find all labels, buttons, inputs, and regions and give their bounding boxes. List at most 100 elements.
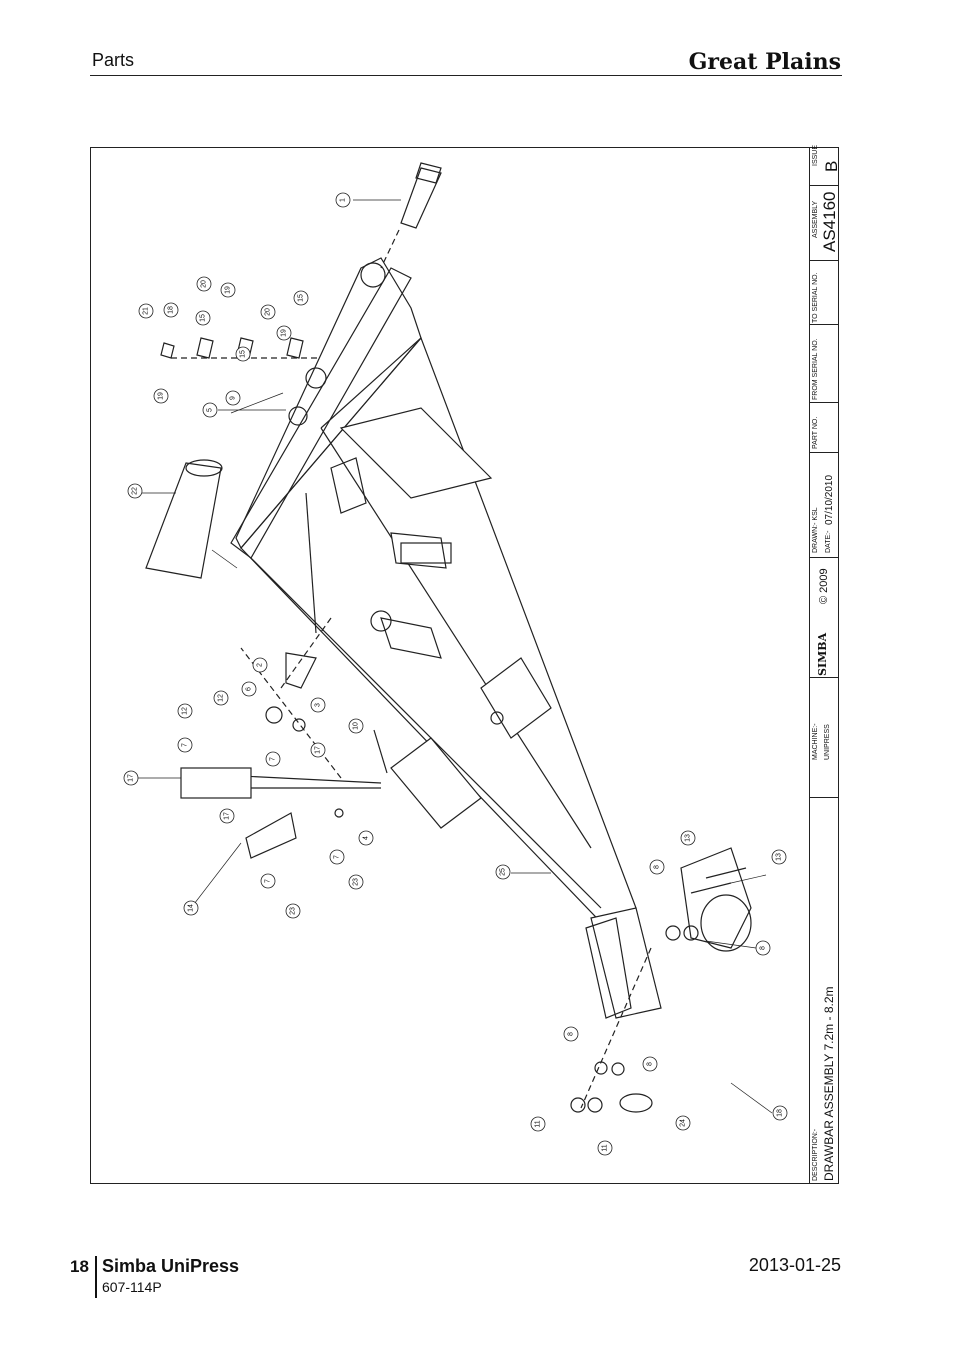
- tb-assembly-label: ASSEMBLY: [812, 200, 819, 238]
- callout-balloon: [563, 1026, 579, 1042]
- tb-drawn-cell: DRAWN:- KSL DATE:- 07/10/2010: [810, 453, 839, 558]
- callout-balloon: [348, 718, 364, 734]
- callout-balloon: [495, 864, 511, 880]
- callout-balloon: [177, 703, 193, 719]
- callout-number: 15: [240, 350, 247, 358]
- callout-balloon: [123, 770, 139, 786]
- callout-balloon: [642, 1056, 658, 1072]
- footer-code: 607-114P: [102, 1279, 162, 1295]
- callout-1: 1: [335, 192, 351, 208]
- callout-11: 11: [530, 1116, 546, 1132]
- callout-number: 23: [290, 907, 297, 915]
- callout-balloon: [260, 873, 276, 889]
- drawing-frame: [90, 147, 839, 1184]
- tb-machine: UNIPRESS: [824, 724, 831, 760]
- callout-balloon: [285, 903, 301, 919]
- callout-balloon: [329, 849, 345, 865]
- callout-number: 17: [315, 746, 322, 754]
- callout-number: 8: [654, 865, 661, 869]
- callout-number: 19: [225, 286, 232, 294]
- callout-15: 15: [195, 310, 211, 326]
- callout-24: 24: [675, 1115, 691, 1131]
- callout-9: 9: [225, 390, 241, 406]
- tb-part-no-label: PART NO.: [812, 416, 819, 449]
- callout-balloon: [772, 1105, 788, 1121]
- callout-balloon: [358, 830, 374, 846]
- footer-title: Simba UniPress: [102, 1256, 240, 1276]
- callout-balloon: [225, 390, 241, 406]
- callout-number: 17: [128, 774, 135, 782]
- callout-5: 5: [202, 402, 218, 418]
- page-number: 18: [70, 1257, 89, 1276]
- callout-8: 8: [642, 1056, 658, 1072]
- callout-number: 11: [602, 1144, 609, 1151]
- callout-balloon: [195, 310, 211, 326]
- callout-number: 8: [760, 946, 767, 950]
- callout-balloon: [675, 1115, 691, 1131]
- callout-number: 4: [363, 836, 370, 840]
- callout-balloon: [680, 830, 696, 846]
- callout-23: 23: [285, 903, 301, 919]
- callout-balloon: [127, 483, 143, 499]
- callout-number: 22: [132, 487, 139, 495]
- callout-15: 15: [293, 290, 309, 306]
- tb-logo-cell: SIMBA © 2009: [810, 558, 839, 678]
- header-rule: [90, 75, 842, 76]
- callout-balloon: [220, 282, 236, 298]
- callout-13: 13: [771, 849, 787, 865]
- callout-number: 23: [353, 878, 360, 886]
- tb-part-no-cell: PART NO.: [810, 403, 839, 453]
- callout-balloon: [755, 940, 771, 956]
- title-block: ISSUE B ASSEMBLY AS4160 TO SERIAL NO. FR…: [809, 145, 841, 1183]
- callout-number: 20: [265, 308, 272, 316]
- callout-balloon: [649, 859, 665, 875]
- callout-balloon: [252, 657, 268, 673]
- callout-7: 7: [177, 737, 193, 753]
- callout-number: 7: [265, 879, 272, 883]
- callout-4: 4: [358, 830, 374, 846]
- tb-description: DRAWBAR ASSEMBLY 7.2m - 8.2m: [822, 986, 836, 1181]
- callout-balloon: [771, 849, 787, 865]
- callout-number: 5: [207, 408, 214, 412]
- callout-balloon: [310, 697, 326, 713]
- callout-number: 20: [201, 280, 208, 288]
- callout-20: 20: [260, 304, 276, 320]
- tb-description-cell: DESCRIPTION:- DRAWBAR ASSEMBLY 7.2m - 8.…: [810, 798, 839, 1183]
- simba-logo: SIMBA: [816, 632, 829, 676]
- callout-balloon: [241, 681, 257, 697]
- callout-12: 12: [213, 690, 229, 706]
- callout-20: 20: [196, 276, 212, 292]
- callout-10: 10: [348, 718, 364, 734]
- callout-balloon: [213, 690, 229, 706]
- callout-14: 14: [183, 900, 199, 916]
- callout-balloon: [530, 1116, 546, 1132]
- callout-number: 13: [776, 853, 783, 861]
- callout-23: 23: [348, 874, 364, 890]
- callout-balloon: [153, 388, 169, 404]
- callout-6: 6: [241, 681, 257, 697]
- callout-19: 19: [153, 388, 169, 404]
- callout-number: 3: [315, 703, 322, 707]
- callout-number: 9: [230, 396, 237, 400]
- tb-copyright: © 2009: [818, 568, 830, 604]
- callout-19: 19: [276, 325, 292, 341]
- callout-13: 13: [680, 830, 696, 846]
- leader-lines: [131, 199, 773, 1114]
- callout-balloon: [235, 346, 251, 362]
- tb-from-serial-cell: FROM SERIAL NO.: [810, 325, 839, 403]
- footer-divider: [95, 1256, 97, 1298]
- callout-number: 8: [568, 1032, 575, 1036]
- callout-balloon: [310, 742, 326, 758]
- callout-18: 18: [772, 1105, 788, 1121]
- tb-to-serial-cell: TO SERIAL NO.: [810, 261, 839, 325]
- tb-from-serial-label: FROM SERIAL NO.: [812, 338, 819, 400]
- tb-machine-cell: MACHINE:- UNIPRESS: [810, 678, 839, 798]
- tb-assembly: AS4160: [820, 191, 839, 253]
- callout-number: 15: [298, 294, 305, 302]
- callout-number: 6: [246, 687, 253, 691]
- callout-balloon: [293, 290, 309, 306]
- callout-balloon: [196, 276, 212, 292]
- callout-25: 25: [495, 864, 511, 880]
- tb-date-label: DATE:-: [825, 530, 832, 553]
